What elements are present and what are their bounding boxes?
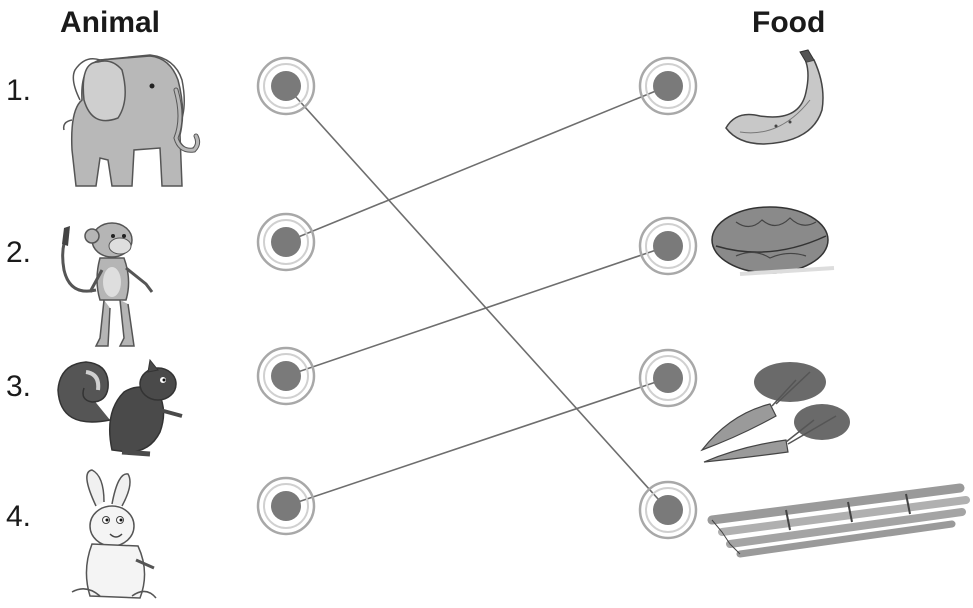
animal-dot-4-ring: [256, 476, 316, 536]
rabbit-picture: [71, 469, 157, 599]
food-dot-3-ring: [638, 348, 698, 408]
animal-dot-3[interactable]: [256, 346, 316, 406]
animal-dot-4-core: [271, 491, 301, 521]
food-dot-2-inner-ring: [645, 223, 691, 269]
animal-dot-1-inner-ring: [263, 63, 309, 109]
match-lines: [285, 85, 669, 511]
animal-number-4: 4.: [6, 500, 32, 533]
animal-column-header: Animal: [60, 6, 161, 39]
food-dot-4-ring: [638, 480, 698, 540]
match-line-4-to-3: [285, 377, 669, 507]
animal-dot-2-core: [271, 227, 301, 257]
animal-dot-1[interactable]: [256, 56, 316, 116]
food-dot-3[interactable]: [638, 348, 698, 408]
animal-dot-2-ring: [256, 212, 316, 272]
food-column-header: Food: [752, 6, 826, 39]
walnut-picture: [711, 206, 835, 276]
sugarcane-picture: [707, 483, 970, 558]
match-line-3-to-2: [285, 245, 669, 377]
food-dot-3-core: [653, 363, 683, 393]
food-dot-2[interactable]: [638, 216, 698, 276]
connector-dots: [256, 56, 698, 540]
banana-picture: [725, 49, 824, 145]
food-dot-4[interactable]: [638, 480, 698, 540]
animal-dot-3-core: [271, 361, 301, 391]
animal-dot-4[interactable]: [256, 476, 316, 536]
food-dot-1-inner-ring: [645, 63, 691, 109]
food-dot-2-ring: [638, 216, 698, 276]
monkey-picture: [61, 222, 154, 347]
animal-dot-2-inner-ring: [263, 219, 309, 265]
animal-dot-3-ring: [256, 346, 316, 406]
animal-number-2: 2.: [6, 236, 32, 269]
food-dot-4-inner-ring: [645, 487, 691, 533]
food-dot-1-core: [653, 71, 683, 101]
food-dot-2-core: [653, 231, 683, 261]
animal-number-1: 1.: [6, 74, 32, 107]
animal-dot-1-ring: [256, 56, 316, 116]
animal-dot-4-inner-ring: [263, 483, 309, 529]
match-line-2-to-1: [285, 85, 669, 243]
food-dot-1[interactable]: [638, 56, 698, 116]
animal-number-3: 3.: [6, 370, 32, 403]
animal-dot-2[interactable]: [256, 212, 316, 272]
animal-dot-1-core: [271, 71, 301, 101]
carrot-picture: [700, 362, 850, 463]
animal-dot-3-inner-ring: [263, 353, 309, 399]
food-dot-1-ring: [638, 56, 698, 116]
food-dot-3-inner-ring: [645, 355, 691, 401]
food-dot-4-core: [653, 495, 683, 525]
elephant-picture: [62, 54, 201, 187]
match-line-1-to-4: [285, 85, 669, 511]
squirrel-picture: [57, 358, 183, 457]
